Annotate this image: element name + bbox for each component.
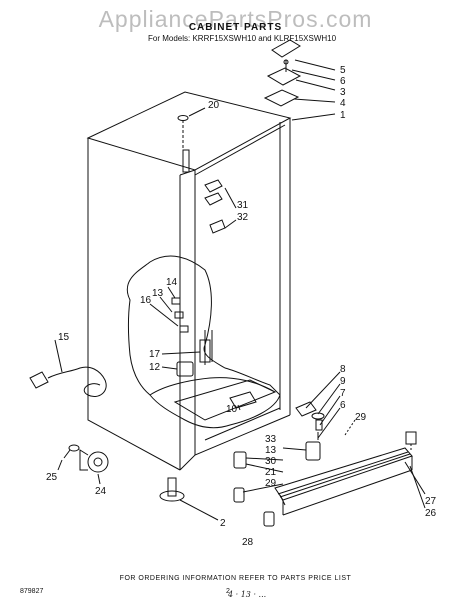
power-cord (29, 366, 107, 397)
callout-27: 27 (425, 496, 437, 507)
page-title: CABINET PARTS (188, 22, 283, 33)
callout-8: 8 (340, 364, 346, 375)
ordering-info-footer: FOR ORDERING INFORMATION REFER TO PARTS … (119, 575, 352, 582)
callout-1: 1 (340, 110, 346, 121)
upper-guide (182, 149, 190, 173)
callout-15: 15 (58, 332, 70, 343)
cabinet-cutaway (127, 255, 281, 429)
callout-17: 17 (149, 349, 161, 360)
callout-33: 33 (265, 434, 277, 445)
callout-21: 21 (265, 467, 277, 478)
leveling-leg (159, 477, 185, 502)
callout-9: 9 (340, 376, 346, 387)
rear-roller (79, 449, 109, 473)
callout-26: 26 (425, 508, 437, 519)
callout-14: 14 (166, 277, 178, 288)
callout-5: 5 (340, 65, 346, 76)
callout-7: 7 (340, 388, 346, 399)
handwritten-note: 4 · 13 · ... (228, 590, 267, 599)
callout-6: 6 (340, 76, 346, 87)
part-callouts: 5 6 3 4 1 20 31 32 14 13 16 15 17 12 10 … (46, 65, 437, 548)
roller-screw (63, 444, 80, 459)
drawing-code: 879827 (20, 588, 44, 595)
callout-30: 30 (265, 456, 277, 467)
callout-6b: 6 (340, 400, 346, 411)
callout-20: 20 (208, 100, 220, 111)
cabinet-shell (86, 91, 292, 471)
callout-29b: 29 (265, 478, 277, 489)
callout-16: 16 (140, 295, 152, 306)
thermostat-housing (199, 339, 211, 363)
callout-24: 24 (95, 486, 107, 497)
callout-31: 31 (237, 200, 249, 211)
callout-10: 10 (226, 404, 238, 415)
cabinet-top-plug (177, 115, 189, 121)
watermark-text: AppliancePartsPros.com (98, 6, 373, 32)
callout-25: 25 (46, 472, 58, 483)
callout-3: 3 (340, 87, 346, 98)
top-hinge (266, 67, 302, 86)
callout-13: 13 (152, 288, 164, 299)
callout-4: 4 (340, 98, 346, 109)
callout-32: 32 (237, 212, 249, 223)
models-subtitle: For Models: KRRF15XSWH10 and KLRF15XSWH1… (148, 34, 337, 43)
callout-29: 29 (355, 412, 367, 423)
hinge-cover (271, 39, 301, 58)
callout-13b: 13 (265, 445, 277, 456)
hinge-shim (263, 89, 300, 107)
callout-2: 2 (220, 518, 226, 529)
page-number: 2 (226, 588, 230, 595)
grille-clip (405, 431, 417, 445)
callout-28: 28 (242, 537, 254, 548)
callout-12: 12 (149, 362, 161, 373)
thermostat-knob (176, 361, 194, 377)
